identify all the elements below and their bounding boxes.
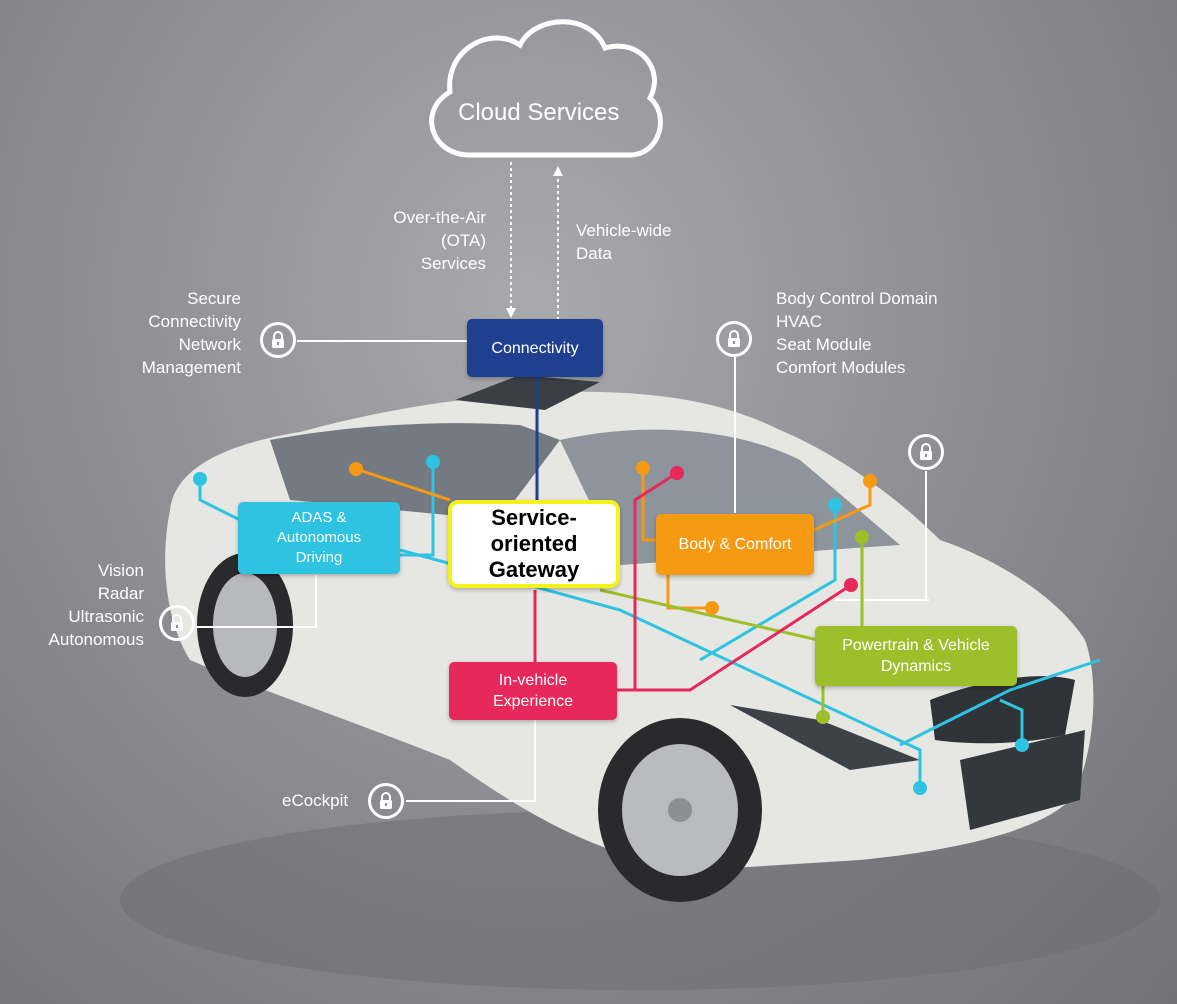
sensors-line: Radar (97, 584, 144, 603)
powertrain-box: Powertrain & Vehicle Dynamics (815, 626, 1017, 686)
secure-line: Management (141, 358, 241, 377)
body-control-line: Seat Module (776, 335, 872, 354)
ota-line: (OTA) (440, 231, 486, 250)
in-vehicle-line: In-vehicle (498, 672, 568, 689)
gateway-line: Service- (491, 505, 577, 530)
body-control-line: Body Control Domain (776, 289, 938, 308)
powertrain-line: Dynamics (880, 658, 952, 675)
powertrain-line: Powertrain & Vehicle (842, 637, 990, 654)
body-control-line: Comfort Modules (776, 358, 906, 377)
in-vehicle-line: Experience (492, 693, 574, 710)
vehicle-data-line: Vehicle-wide (576, 221, 672, 240)
in-vehicle-experience-box: In-vehicle Experience (449, 662, 617, 720)
vehicle-data-label: Vehicle-wide Data (576, 219, 671, 265)
body-comfort-box: Body & Comfort (656, 514, 814, 575)
adas-line: Autonomous (276, 529, 362, 546)
lock-icon (260, 322, 296, 358)
connection-dots (193, 455, 1029, 795)
secure-connectivity-label: Secure Connectivity Network Management (110, 287, 241, 379)
body-control-label: Body Control Domain HVAC Seat Module Com… (776, 287, 938, 379)
ecockpit-label: eCockpit (282, 791, 349, 810)
connectivity-box: Connectivity (467, 319, 603, 377)
sensors-line: Ultrasonic (68, 607, 144, 626)
ota-label: Over-the-Air (OTA) Services (362, 206, 486, 275)
body-comfort-label: Body & Comfort (678, 536, 792, 553)
secure-line: Secure (187, 289, 241, 308)
lock-icon (368, 783, 404, 819)
body-control-line: HVAC (776, 312, 822, 331)
lock-icon (159, 605, 195, 641)
gateway-line: Gateway (488, 557, 580, 582)
sensors-label: Vision Radar Ultrasonic Autonomous (20, 559, 144, 651)
sensors-line: Vision (98, 561, 144, 580)
ota-line: Services (420, 254, 486, 273)
secure-line: Connectivity (148, 312, 241, 331)
gateway-box: Service- oriented Gateway (448, 500, 620, 588)
lock-icon (716, 321, 752, 357)
connectivity-box-label: Connectivity (491, 339, 579, 357)
ota-line: Over-the-Air (393, 208, 486, 227)
secure-line: Network (178, 335, 241, 354)
adas-line: Driving (295, 549, 343, 566)
vehicle-data-line: Data (576, 244, 612, 263)
cloud-outline (429, 19, 663, 158)
adas-line: ADAS & (291, 509, 347, 526)
cloud-services-label: Cloud Services (458, 99, 620, 126)
adas-box: ADAS & Autonomous Driving (238, 502, 400, 574)
lock-icon (908, 434, 944, 470)
gateway-line: oriented (490, 531, 578, 556)
sensors-line: Autonomous (48, 630, 144, 649)
